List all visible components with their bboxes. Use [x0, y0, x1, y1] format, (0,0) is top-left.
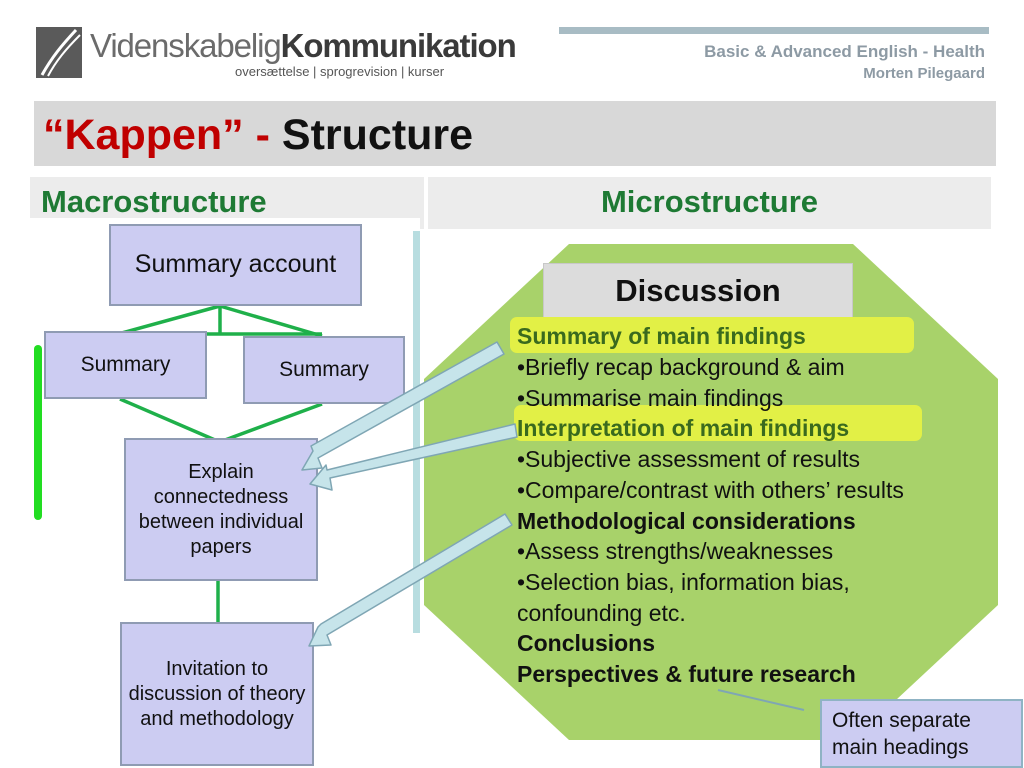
author-name: Morten Pilegaard: [863, 65, 985, 82]
invitation-discussion-box: Invitation to discussion of theory and m…: [120, 622, 314, 766]
logo-name-part1: Videnskabelig: [90, 27, 282, 64]
highlight-interpretation: [514, 405, 922, 441]
course-title: Basic & Advanced English - Health: [704, 42, 985, 61]
heading-conclusions: Conclusions: [517, 630, 656, 656]
bullet-compare: •Compare/contrast with others’ results: [517, 477, 904, 503]
microstructure-label: Microstructure: [600, 184, 819, 219]
logo-mark-icon: [36, 27, 82, 78]
bullet-recap: •Briefly recap background & aim: [517, 354, 845, 380]
macrostructure-label: Macrostructure: [41, 184, 267, 219]
summary-box-2: Summary: [243, 336, 405, 404]
highlight-summary: [510, 317, 914, 353]
heading-interpretation: Interpretation of main findings: [517, 415, 850, 441]
heading-perspectives: Perspectives & future research: [517, 661, 856, 687]
heading-summary-findings: Summary of main findings: [517, 323, 806, 349]
summary-account-box: Summary account: [109, 224, 362, 306]
logo-name-part2: Kommunikation: [280, 27, 517, 64]
flow-green-tab: [34, 345, 42, 520]
logo-tagline: oversættelse | sprogrevision | kurser: [235, 64, 445, 79]
explain-connectedness-box: Explain connectedness between individual…: [124, 438, 318, 581]
separate-headings-note: Often separate main headings: [820, 699, 1023, 768]
bullet-summarise: •Summarise main findings: [517, 385, 784, 411]
micro-header-bg: [428, 177, 991, 229]
bullet-bias: •Selection bias, information bias,: [517, 569, 850, 595]
heading-methodological: Methodological considerations: [517, 508, 856, 534]
bullet-confounding: confounding etc.: [517, 600, 686, 626]
bullet-subjective: •Subjective assessment of results: [517, 446, 860, 472]
flow-panel-edge-right: [413, 231, 420, 633]
logo-name: VidenskabeligKommunikation: [90, 26, 517, 66]
summary-box-1: Summary: [44, 331, 207, 399]
title-quoted: “Kappen” -: [43, 111, 270, 159]
discussion-title: Discussion: [543, 263, 853, 318]
bullet-strengths: •Assess strengths/weaknesses: [517, 538, 834, 564]
title-bar: [34, 101, 996, 166]
slide-title: “Kappen” - Structure: [43, 110, 473, 160]
header-rule: [559, 27, 989, 34]
title-rest: Structure: [281, 111, 474, 159]
discussion-octagon: [424, 244, 998, 740]
